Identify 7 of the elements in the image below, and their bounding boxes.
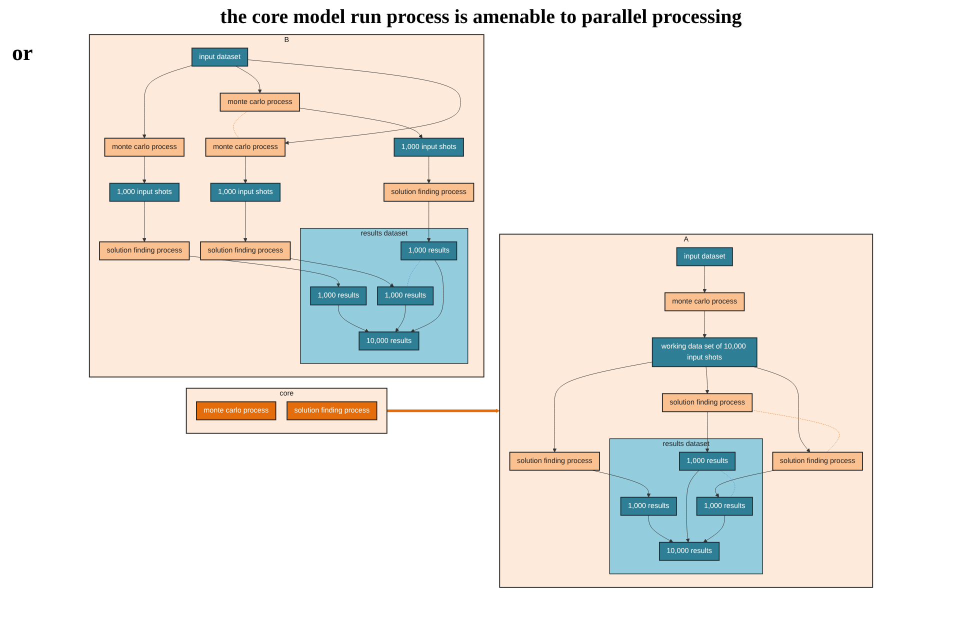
connector-word: or xyxy=(12,40,33,66)
diagram-title: the core model run process is amenable to parallel processing xyxy=(219,6,743,29)
connector xyxy=(233,110,248,138)
connector xyxy=(752,410,840,452)
connector xyxy=(406,260,422,288)
connector xyxy=(720,470,736,498)
arrow xyxy=(386,408,500,413)
